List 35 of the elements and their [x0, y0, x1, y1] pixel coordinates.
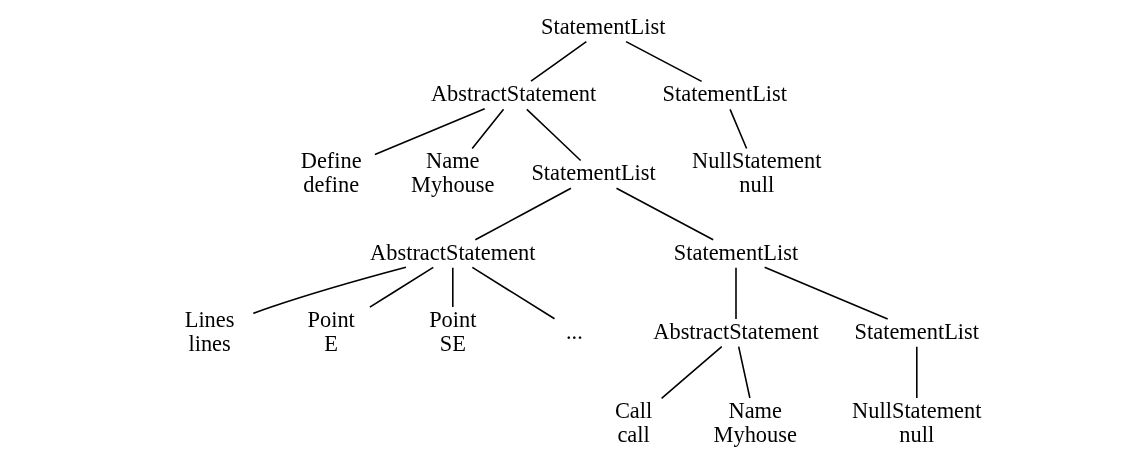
connector — [615, 187, 714, 241]
node-text: AbstractStatement — [430, 81, 596, 107]
connector — [763, 266, 888, 320]
node-text: StatementList — [540, 13, 665, 39]
connector — [737, 345, 751, 399]
node-text: AbstractStatement — [652, 318, 819, 344]
connector — [470, 108, 504, 150]
connector — [451, 266, 454, 308]
connector — [525, 108, 581, 162]
node-text: Point SE — [428, 306, 476, 356]
connector — [660, 345, 723, 400]
node-text: AbstractStatement — [369, 239, 535, 265]
node-text: Define define — [300, 148, 362, 198]
node-text: Lines lines — [184, 306, 234, 356]
connector — [734, 266, 737, 320]
connector — [915, 345, 918, 399]
connector — [251, 266, 407, 315]
connector — [471, 266, 555, 320]
node-text: ... — [565, 318, 583, 344]
node-text: StatementList — [673, 239, 798, 265]
node-text: Name Myhouse — [713, 397, 797, 447]
node-text: StatementList — [854, 318, 979, 344]
node-text: StatementList — [530, 160, 656, 186]
node-text: NullStatement null — [691, 148, 821, 198]
connector — [728, 108, 747, 150]
connector — [624, 40, 702, 83]
node-text: NullStatement null — [851, 397, 981, 447]
node-text: Name Myhouse — [410, 148, 494, 198]
connector — [373, 108, 485, 156]
connector — [368, 266, 434, 308]
connector — [474, 187, 572, 241]
node-text: Point E — [307, 306, 355, 356]
node-text: Call call — [614, 397, 652, 447]
connector — [529, 40, 587, 82]
node-text: StatementList — [662, 81, 787, 107]
